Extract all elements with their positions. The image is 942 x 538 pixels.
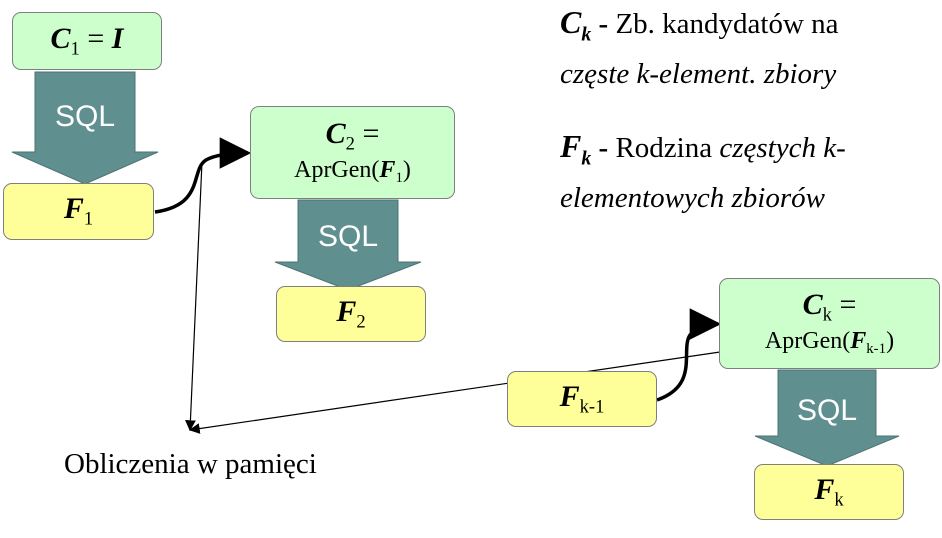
c1-equals: = bbox=[79, 21, 112, 55]
f2-symbol: F bbox=[336, 294, 357, 328]
c1-symbol: C bbox=[50, 21, 71, 55]
c2-function: AprGen( bbox=[294, 157, 380, 184]
fk-symbol: F bbox=[814, 472, 835, 506]
sql-label-1: SQL bbox=[54, 100, 116, 133]
f2-subscript: 2 bbox=[356, 311, 366, 333]
legend-ck-line2: częste k-element. zbiory bbox=[560, 58, 837, 91]
legend-fk-text1-italic: częstych k- bbox=[719, 132, 846, 164]
candidate-box-ck: Ck = AprGen(Fk-1) bbox=[719, 278, 940, 369]
c2-formula-top: C2 = bbox=[326, 118, 380, 154]
legend-fk-line1: Fk - Rodzina częstych k- bbox=[560, 126, 846, 178]
f1-subscript: 1 bbox=[83, 208, 94, 230]
f1-symbol: F bbox=[63, 192, 84, 226]
curve-arrow-f1-c2 bbox=[154, 137, 252, 214]
sql-label-3: SQL bbox=[796, 394, 858, 427]
legend-fk: Fk - Rodzina częstych k- elementowych zb… bbox=[560, 126, 846, 218]
ck-function: AprGen( bbox=[764, 328, 851, 355]
legend-fk-dash: - bbox=[591, 132, 616, 164]
legend-fk-letter: F bbox=[560, 128, 582, 164]
sql-arrow-1 bbox=[11, 71, 159, 185]
fk1-subscript: k-1 bbox=[579, 396, 605, 418]
legend-ck-line1: Ck - Zb. kandydatów na bbox=[560, 2, 839, 54]
fk-subscript: k bbox=[834, 489, 844, 511]
f2-formula: F2 bbox=[336, 296, 365, 332]
ck-formula-top: Ck = bbox=[803, 289, 857, 325]
legend-ck-subscript: k bbox=[581, 23, 592, 46]
legend-fk-subscript: k bbox=[581, 147, 592, 170]
fk1-symbol: F bbox=[559, 379, 580, 413]
c2-close-paren: ) bbox=[402, 157, 411, 184]
c2-symbol: C bbox=[325, 117, 346, 151]
frequent-box-fk-1: Fk-1 bbox=[507, 371, 657, 427]
f1-formula: F1 bbox=[64, 193, 93, 229]
ck-formula-bottom: AprGen(Fk-1) bbox=[764, 328, 895, 358]
memory-line-from-c2 bbox=[185, 161, 203, 432]
c1-subscript: 1 bbox=[70, 38, 80, 60]
ck-equals: = bbox=[831, 288, 857, 322]
legend-ck: Ck - Zb. kandydatów na częste k-element.… bbox=[560, 2, 839, 94]
fk1-formula: Fk-1 bbox=[560, 381, 605, 417]
frequent-box-f1: F1 bbox=[3, 183, 154, 240]
ck-subscript: k bbox=[822, 304, 832, 326]
c1-rhs: I bbox=[111, 21, 124, 55]
ck-argument-subscript: k-1 bbox=[866, 341, 887, 358]
fk-formula: Fk bbox=[814, 474, 843, 510]
c2-argument-subscript: 1 bbox=[395, 170, 403, 187]
c2-equals: = bbox=[354, 117, 380, 151]
c2-formula-bottom: AprGen(F1) bbox=[294, 157, 411, 187]
legend-fk-line2: elementowych zbiorów bbox=[560, 182, 825, 215]
memory-line-from-ck bbox=[188, 351, 721, 434]
legend-ck-dash: - bbox=[591, 8, 616, 40]
sql-label-2: SQL bbox=[317, 220, 379, 253]
ck-symbol: C bbox=[802, 288, 823, 322]
candidate-box-c1: C1 = I bbox=[12, 12, 162, 70]
sql-arrow-2 bbox=[274, 199, 422, 291]
ck-close-paren: ) bbox=[886, 328, 895, 355]
memory-computation-label: Obliczenia w pamięci bbox=[64, 448, 317, 480]
legend-fk-symbol: Fk bbox=[560, 128, 591, 169]
frequent-box-f2: F2 bbox=[276, 286, 426, 342]
c2-argument: F bbox=[379, 157, 396, 184]
candidate-box-c2: C2 = AprGen(F1) bbox=[250, 106, 455, 199]
curve-arrow-fk1-ck bbox=[656, 308, 722, 402]
legend-ck-letter: C bbox=[560, 4, 582, 40]
legend-ck-text1: Zb. kandydatów na bbox=[615, 8, 839, 40]
c2-subscript: 2 bbox=[345, 133, 355, 155]
c1-formula: C1 = I bbox=[51, 23, 124, 59]
sql-arrow-3 bbox=[754, 369, 900, 467]
legend-ck-symbol: Ck bbox=[560, 4, 591, 45]
frequent-box-fk: Fk bbox=[754, 464, 904, 520]
ck-argument: F bbox=[850, 328, 867, 355]
legend-fk-text1: Rodzina bbox=[615, 132, 720, 164]
